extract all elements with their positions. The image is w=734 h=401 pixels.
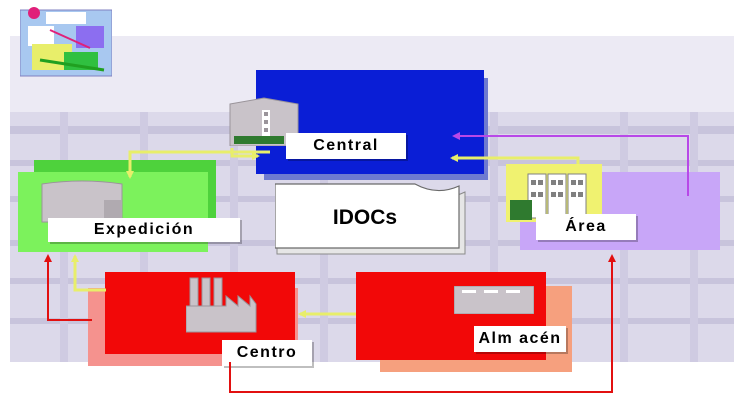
edge-centro-to-expedicion bbox=[75, 256, 106, 290]
edge-area-to-central bbox=[452, 158, 578, 164]
edge-centro-to-expedicion-red bbox=[48, 256, 92, 320]
edge-centro-to-area bbox=[230, 256, 612, 392]
edge-area-to-central-violet bbox=[454, 136, 688, 196]
